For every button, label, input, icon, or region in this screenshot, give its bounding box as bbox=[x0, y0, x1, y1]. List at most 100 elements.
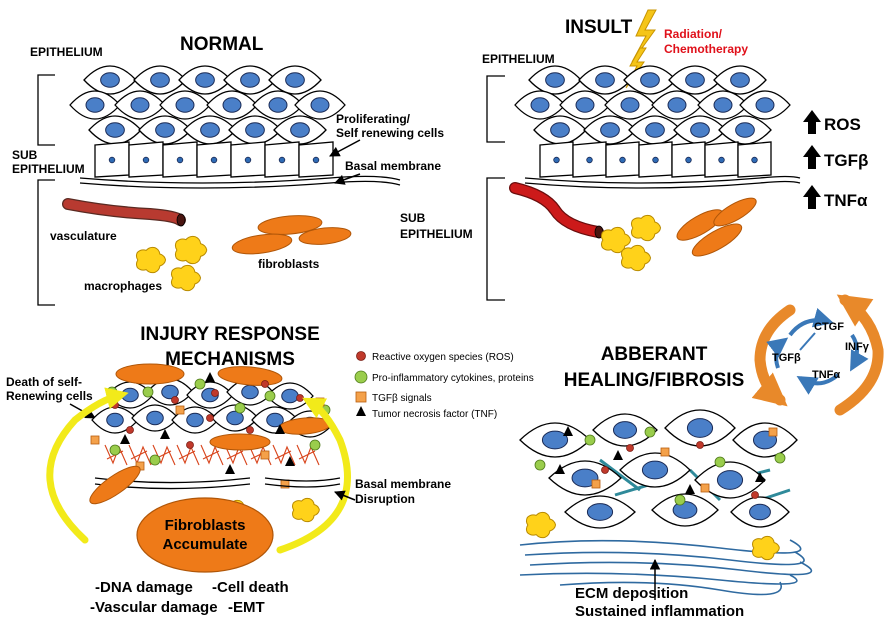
cell-nucleus bbox=[106, 412, 124, 428]
macrophage-group bbox=[600, 214, 662, 272]
fiber-strand bbox=[176, 444, 200, 466]
epithelial-cell-layer bbox=[514, 65, 791, 145]
basal-cell-row bbox=[94, 141, 334, 178]
epithelial-cell-layer bbox=[69, 65, 346, 145]
fibroblast-icon bbox=[89, 465, 141, 505]
proliferating-arrow bbox=[329, 139, 361, 157]
injury-title-line1: INJURY RESPONSE bbox=[140, 324, 320, 345]
fibrosis-signal-markers bbox=[534, 426, 786, 506]
epithelium-label: EPITHELIUM bbox=[30, 45, 103, 59]
ros-up-label: ROS bbox=[824, 115, 861, 134]
fibroblast-icon bbox=[231, 233, 293, 255]
injury-panel: INJURY RESPONSE MECHANISMS Death of self… bbox=[6, 324, 534, 616]
cell-nucleus bbox=[278, 156, 286, 164]
cell-nucleus bbox=[195, 72, 215, 88]
cell-nucleus bbox=[730, 72, 750, 88]
cell-nucleus bbox=[620, 97, 640, 113]
cell-nucleus bbox=[240, 72, 260, 88]
vasculature-vessel bbox=[62, 198, 186, 227]
tnf-marker bbox=[555, 464, 565, 474]
fibroblasts-accumulate-line2: Accumulate bbox=[162, 536, 247, 553]
cell-nucleus bbox=[161, 384, 179, 400]
death-label-line2: Renewing cells bbox=[6, 389, 93, 403]
cycle-ctgf: CTGF bbox=[814, 321, 844, 333]
cell-nucleus bbox=[690, 122, 710, 138]
sub-epithelium-label-line1: SUB bbox=[12, 148, 38, 162]
cell-nucleus bbox=[530, 97, 550, 113]
fiber-strand bbox=[296, 444, 320, 466]
cell-nucleus bbox=[310, 97, 330, 113]
cell-nucleus bbox=[155, 122, 175, 138]
cell-nucleus bbox=[553, 156, 560, 164]
cytokine-marker bbox=[534, 459, 546, 471]
cell-nucleus bbox=[652, 156, 659, 164]
ecm-label-line2: Sustained inflammation bbox=[575, 603, 744, 620]
fibroblasts-accumulate-line1: Fibroblasts bbox=[165, 517, 246, 534]
cytokine-marker bbox=[774, 452, 786, 464]
basal-disruption-line1: Basal membrane bbox=[355, 477, 451, 491]
cell-nucleus bbox=[641, 460, 669, 480]
ros-marker bbox=[171, 396, 179, 404]
basal-membrane-label: Basal membrane bbox=[345, 159, 441, 173]
ros-marker bbox=[626, 444, 634, 452]
epithelium-bracket bbox=[37, 74, 55, 146]
cell-nucleus bbox=[755, 97, 775, 113]
fibroblast-group bbox=[231, 215, 352, 255]
tnf-marker bbox=[613, 450, 623, 460]
cell-nucleus bbox=[571, 468, 599, 488]
cell-nucleus bbox=[550, 122, 570, 138]
ros-marker bbox=[206, 414, 214, 422]
tnf-marker bbox=[685, 484, 695, 494]
ros-marker bbox=[111, 401, 119, 409]
fiber-strand bbox=[128, 444, 152, 466]
cell-nucleus bbox=[285, 72, 305, 88]
macrophage-icon bbox=[630, 214, 662, 242]
insult-panel: INSULT Radiation/ Chemotherapy EPITHELIU… bbox=[400, 9, 868, 301]
normal-panel: NORMAL EPITHELIUM SUB EPITHELIUM Prolife… bbox=[12, 34, 444, 306]
cell-nucleus bbox=[108, 156, 116, 164]
basal-membrane-line bbox=[524, 175, 801, 184]
cell-nucleus bbox=[545, 72, 565, 88]
fibroblast-icon bbox=[713, 197, 757, 227]
cell-nucleus bbox=[735, 122, 755, 138]
ros-marker bbox=[211, 389, 219, 397]
radiation-label-line2: Chemotherapy bbox=[664, 42, 748, 56]
ecm-fiber bbox=[599, 458, 641, 492]
tnf-marker bbox=[160, 429, 170, 439]
cytokine-marker bbox=[149, 454, 161, 466]
fibroblast-group bbox=[676, 197, 757, 257]
basal-membrane-line bbox=[79, 180, 401, 189]
tgfb-up-indicator: TGFβ bbox=[803, 145, 868, 170]
tnf-marker bbox=[563, 426, 573, 436]
tnf-marker bbox=[285, 456, 295, 466]
cell-nucleus bbox=[541, 430, 569, 450]
macrophage-icon bbox=[174, 235, 208, 265]
radiation-label-line1: Radiation/ bbox=[664, 27, 723, 41]
cell-nucleus bbox=[281, 388, 299, 404]
ros-legend-icon bbox=[356, 351, 366, 361]
insult-epithelium-label: EPITHELIUM bbox=[482, 52, 555, 66]
macrophage-icon bbox=[620, 244, 652, 272]
fiber-strand bbox=[272, 444, 296, 466]
cell-nucleus bbox=[268, 97, 288, 113]
disrupted-basal-membrane bbox=[94, 483, 341, 490]
proliferating-label-line1: Proliferating/ bbox=[336, 112, 411, 126]
insult-sub-label-line2: EPITHELIUM bbox=[400, 227, 473, 241]
tnf-marker bbox=[275, 424, 285, 434]
legend: Reactive oxygen species (ROS) Pro-inflam… bbox=[354, 351, 534, 420]
cell-nucleus bbox=[716, 470, 744, 490]
fibroblast-icon bbox=[298, 227, 352, 245]
tgfb-up-label: TGFβ bbox=[824, 151, 868, 170]
cell-nucleus bbox=[586, 156, 593, 164]
fibrotic-tissue bbox=[519, 409, 798, 529]
tgfb-marker bbox=[591, 479, 601, 489]
cell-nucleus bbox=[686, 418, 714, 438]
insult-sub-epithelium-bracket bbox=[486, 177, 505, 301]
macrophage-group bbox=[135, 235, 208, 292]
cell-nucleus bbox=[685, 72, 705, 88]
fibroblast-accumulation-ellipse bbox=[136, 497, 274, 573]
cell-nucleus bbox=[266, 412, 284, 428]
tgfb-marker bbox=[660, 447, 670, 457]
up-arrow-icon bbox=[803, 185, 821, 209]
cell-nucleus bbox=[200, 122, 220, 138]
